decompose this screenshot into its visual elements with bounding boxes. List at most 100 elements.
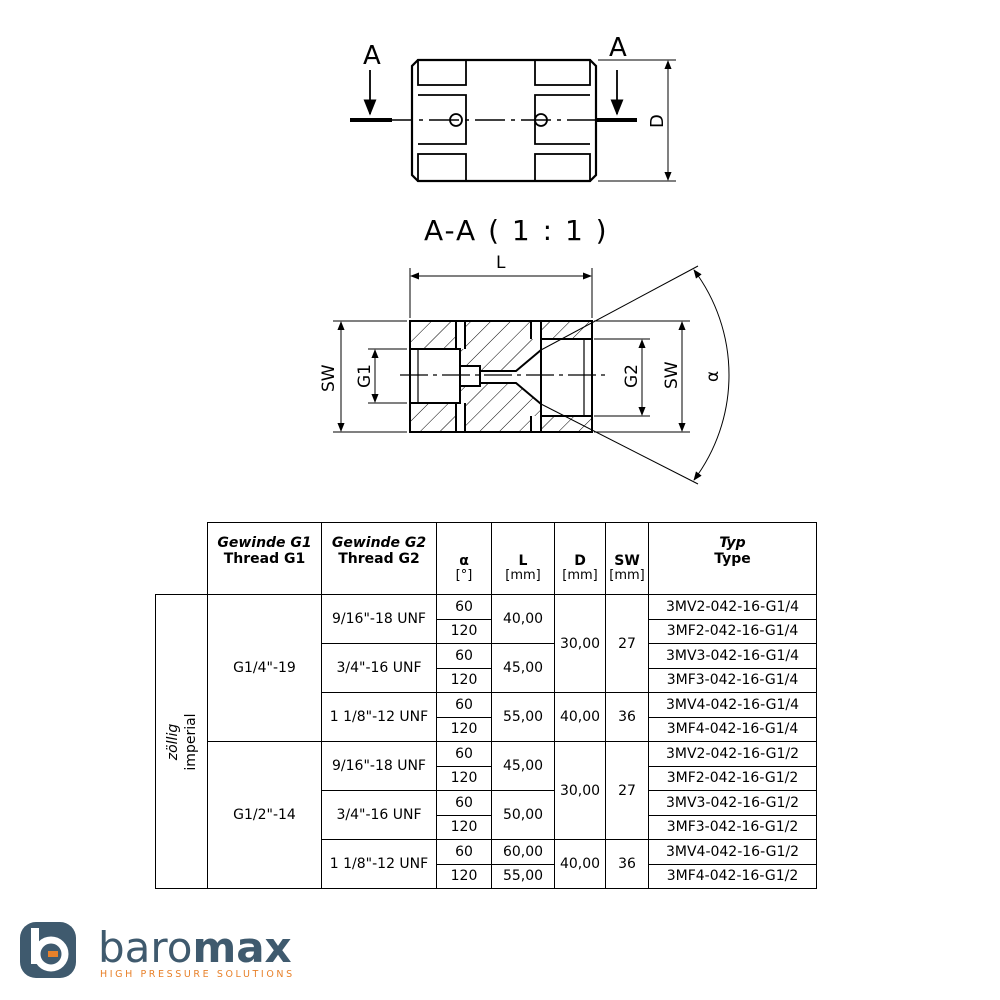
table-row: G1/2"-14 9/16"-18 UNF 60 45,00 30,00 27 … bbox=[156, 741, 817, 889]
type-cell: 3MF3-042-16-G1/2 bbox=[648, 814, 817, 840]
table-row: 120 3MF3-042-16-G1/2 bbox=[156, 814, 817, 840]
header-d: D [mm] bbox=[554, 522, 606, 595]
g2-cell: 1 1/8"-12 UNF bbox=[321, 692, 437, 742]
type-cell: 3MF4-042-16-G1/4 bbox=[648, 716, 817, 742]
alpha-cell: 120 bbox=[436, 618, 492, 644]
header-alpha: α [°] bbox=[436, 522, 492, 595]
top-view bbox=[350, 58, 676, 183]
type-cell: 3MF3-042-16-G1/4 bbox=[648, 667, 817, 693]
l-cell: 55,00 bbox=[491, 863, 555, 889]
table-row: 1 1/8"-12 UNF 60 60,00 40,00 36 3MV4-042… bbox=[156, 839, 817, 889]
sw-cell: 27 bbox=[605, 741, 649, 840]
group-label-en: imperial bbox=[182, 712, 199, 771]
g1-cell: G1/2"-14 bbox=[207, 741, 322, 889]
section-view bbox=[400, 320, 605, 433]
dim-label-alpha: α bbox=[703, 371, 723, 382]
header-g2-de: Gewinde G2 bbox=[331, 534, 427, 551]
table-row: 120 3MF2-042-16-G1/2 bbox=[156, 765, 817, 791]
logo-name-light: baro bbox=[98, 923, 192, 972]
header-type: Typ Type bbox=[648, 522, 817, 595]
table-row: zöllig imperial G1/4"-19 9/16"-18 UNF 60… bbox=[155, 594, 817, 889]
table-row: 120 3MF4-042-16-G1/4 bbox=[156, 716, 817, 742]
spec-table: Gewinde G1 Thread G1 Gewinde G2 Thread G… bbox=[155, 522, 817, 889]
g1-cell: G1/4"-19 bbox=[207, 594, 322, 742]
alpha-cell: 120 bbox=[436, 667, 492, 693]
header-alpha-label: α bbox=[459, 552, 469, 569]
dim-label-sw-right: SW bbox=[662, 361, 682, 389]
header-sw: SW [mm] bbox=[605, 522, 649, 595]
header-d-unit: [mm] bbox=[562, 568, 598, 584]
alpha-cell: 60 bbox=[436, 594, 492, 620]
table-row: 120 3MF3-042-16-G1/4 bbox=[156, 667, 817, 693]
alpha-cell: 120 bbox=[436, 814, 492, 840]
header-d-label: D bbox=[574, 552, 586, 569]
sw-cell: 27 bbox=[605, 594, 649, 693]
g2-cell: 9/16"-18 UNF bbox=[321, 594, 437, 644]
g2-cell: 3/4"-16 UNF bbox=[321, 643, 437, 693]
g2-cell: 1 1/8"-12 UNF bbox=[321, 839, 437, 889]
header-l-label: L bbox=[518, 552, 528, 569]
header-g2-en: Thread G2 bbox=[338, 551, 420, 568]
logo-tagline: HIGH PRESSURE SOLUTIONS bbox=[100, 969, 295, 980]
alpha-cell: 60 bbox=[436, 790, 492, 816]
table-row: 3/4"-16 UNF 60 45,00 3MV3-042-16-G1/4 bbox=[156, 643, 817, 693]
l-cell: 60,00 bbox=[491, 839, 555, 865]
type-cell: 3MV3-042-16-G1/2 bbox=[648, 790, 817, 816]
l-cell: 40,00 bbox=[491, 594, 555, 644]
type-cell: 3MF2-042-16-G1/2 bbox=[648, 765, 817, 791]
alpha-cell: 120 bbox=[436, 863, 492, 889]
alpha-cell: 120 bbox=[436, 765, 492, 791]
header-corner bbox=[156, 523, 208, 595]
header-sw-unit: [mm] bbox=[609, 568, 645, 584]
group-label-de: zöllig bbox=[164, 723, 181, 760]
alpha-cell: 60 bbox=[436, 692, 492, 718]
type-cell: 3MV2-042-16-G1/2 bbox=[648, 741, 817, 767]
type-cell: 3MF4-042-16-G1/2 bbox=[648, 863, 817, 889]
header-sw-label: SW bbox=[614, 552, 640, 569]
header-l-unit: [mm] bbox=[505, 568, 541, 584]
sw-cell: 36 bbox=[605, 692, 649, 742]
technical-drawing: A A D A-A ( 1 : 1 ) bbox=[319, 33, 730, 485]
table-row: 120 3MF2-042-16-G1/4 bbox=[156, 618, 817, 644]
header-g1: Gewinde G1 Thread G1 bbox=[207, 522, 322, 595]
dim-label-g2: G2 bbox=[622, 364, 642, 388]
d-cell: 40,00 bbox=[554, 839, 606, 889]
header-type-de: Typ bbox=[719, 534, 746, 551]
g2-cell: 9/16"-18 UNF bbox=[321, 741, 437, 791]
header-g1-en: Thread G1 bbox=[223, 551, 306, 568]
l-cell: 45,00 bbox=[491, 643, 555, 693]
dim-label-d: D bbox=[647, 114, 668, 128]
header-type-en: Type bbox=[714, 551, 751, 568]
table-row: 1 1/8"-12 UNF 60 55,00 40,00 36 3MV4-042… bbox=[156, 692, 817, 742]
logo-mark-icon bbox=[20, 922, 76, 978]
header-l: L [mm] bbox=[491, 522, 555, 595]
sw-cell: 36 bbox=[605, 839, 649, 889]
section-marker-right: A bbox=[609, 33, 627, 63]
d-cell: 40,00 bbox=[554, 692, 606, 742]
alpha-cell: 60 bbox=[436, 839, 492, 865]
type-cell: 3MV3-042-16-G1/4 bbox=[648, 643, 817, 669]
header-row: Gewinde G1 Thread G1 Gewinde G2 Thread G… bbox=[156, 522, 817, 595]
alpha-cell: 60 bbox=[436, 741, 492, 767]
dim-label-l: L bbox=[496, 253, 506, 273]
d-cell: 30,00 bbox=[554, 594, 606, 693]
g2-cell: 3/4"-16 UNF bbox=[321, 790, 437, 840]
svg-text:baromax: baromax bbox=[98, 923, 292, 972]
header-g2: Gewinde G2 Thread G2 bbox=[321, 522, 437, 595]
baromax-logo: baromax HIGH PRESSURE SOLUTIONS bbox=[20, 922, 295, 980]
section-dimensions bbox=[333, 265, 730, 485]
header-alpha-unit: [°] bbox=[455, 568, 473, 584]
logo-name-bold: max bbox=[192, 923, 291, 972]
type-cell: 3MF2-042-16-G1/4 bbox=[648, 618, 817, 644]
table-row: 120 55,00 3MF4-042-16-G1/2 bbox=[156, 863, 817, 889]
l-cell: 45,00 bbox=[491, 741, 555, 791]
d-cell: 30,00 bbox=[554, 741, 606, 840]
alpha-cell: 60 bbox=[436, 643, 492, 669]
dim-label-sw-left: SW bbox=[319, 364, 339, 392]
l-cell: 50,00 bbox=[491, 790, 555, 840]
section-title: A-A ( 1 : 1 ) bbox=[424, 214, 609, 247]
l-cell: 55,00 bbox=[491, 692, 555, 742]
group-cell: zöllig imperial bbox=[155, 594, 208, 889]
type-cell: 3MV4-042-16-G1/2 bbox=[648, 839, 817, 865]
alpha-cell: 120 bbox=[436, 716, 492, 742]
